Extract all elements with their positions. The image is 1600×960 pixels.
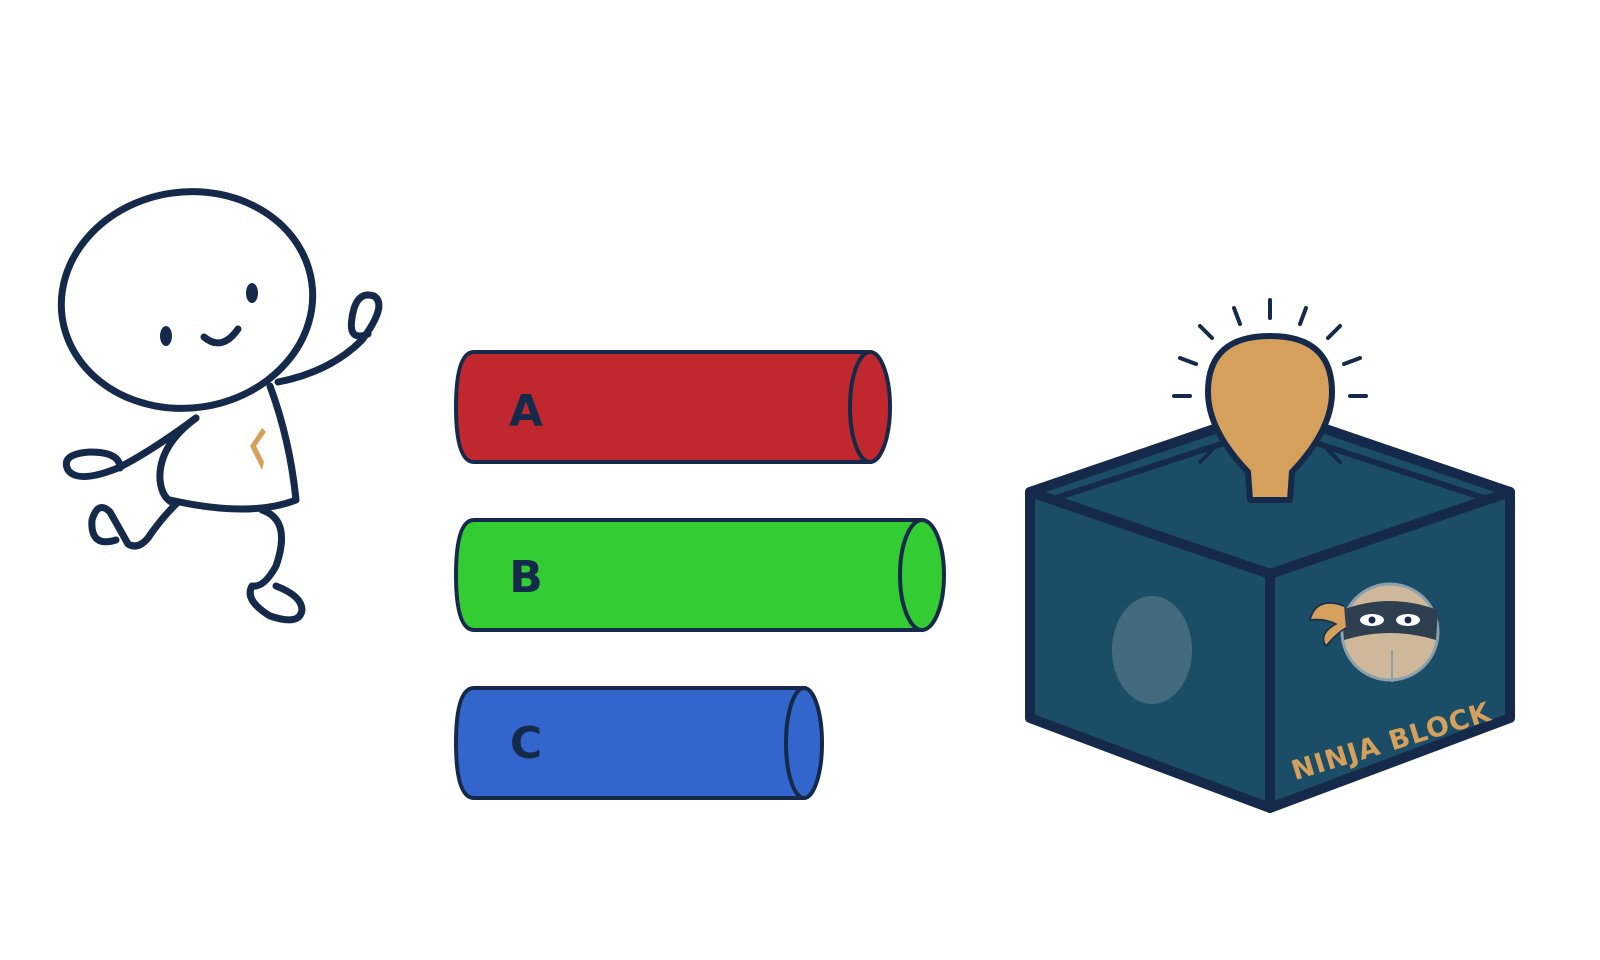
cylinder-a: A [453,350,892,464]
cylinder-c-body [453,686,806,800]
cylinder-c: C [453,686,824,800]
cylinder-c-label: C [510,718,542,769]
ninja-face-icon [1309,582,1440,682]
cylinder-b-cap [898,518,946,632]
cylinder-b-label: B [509,552,543,603]
cylinder-a-label: A [509,386,543,437]
cylinder-c-cap [784,686,824,800]
stick-figure-icon [57,188,383,624]
box-hole [1112,596,1192,704]
cylinder-b: B [453,518,946,632]
cylinder-a-body [453,350,872,464]
cylinder-a-cap [848,350,892,464]
light-bulb-icon [1172,298,1368,503]
shirt-logo-icon [250,428,266,470]
cylinder-b-body [453,518,924,632]
